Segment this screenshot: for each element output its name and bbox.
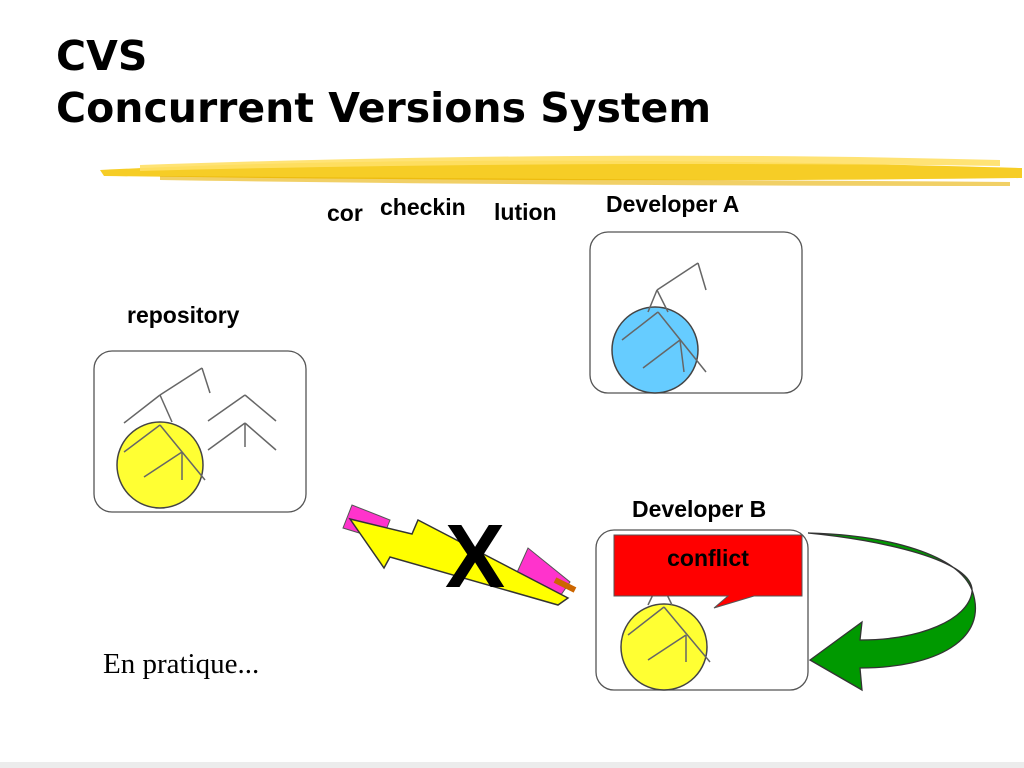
slide-title: CVS Concurrent Versions System xyxy=(56,30,711,134)
developer-b-circle xyxy=(620,603,708,691)
blocked-x-mark: X xyxy=(445,507,506,607)
label-overlap-right: lution xyxy=(494,199,557,225)
footer-bar xyxy=(0,762,1024,768)
developer-a-circle xyxy=(611,306,699,394)
title-line-1: CVS xyxy=(56,32,148,80)
conflict-callout xyxy=(613,534,803,609)
label-repository: repository xyxy=(127,302,240,328)
developer-a-tree xyxy=(621,262,707,373)
repository-tree xyxy=(123,367,277,481)
repository-box xyxy=(93,350,307,513)
label-checkin: checkin xyxy=(380,194,466,220)
conflict-label: conflict xyxy=(667,545,749,571)
label-developer-b: Developer B xyxy=(632,496,767,522)
label-developer-a: Developer A xyxy=(606,191,740,217)
bottom-note: En pratique... xyxy=(103,648,260,680)
green-return-arrow xyxy=(807,532,977,692)
title-line-2: Concurrent Versions System xyxy=(56,84,712,132)
yellow-checkin-arrow xyxy=(348,517,570,606)
title-highlight-stroke xyxy=(100,155,1022,186)
label-overlap-left: cor xyxy=(327,200,363,226)
repository-circle xyxy=(116,421,204,509)
developer-a-box xyxy=(589,231,803,394)
